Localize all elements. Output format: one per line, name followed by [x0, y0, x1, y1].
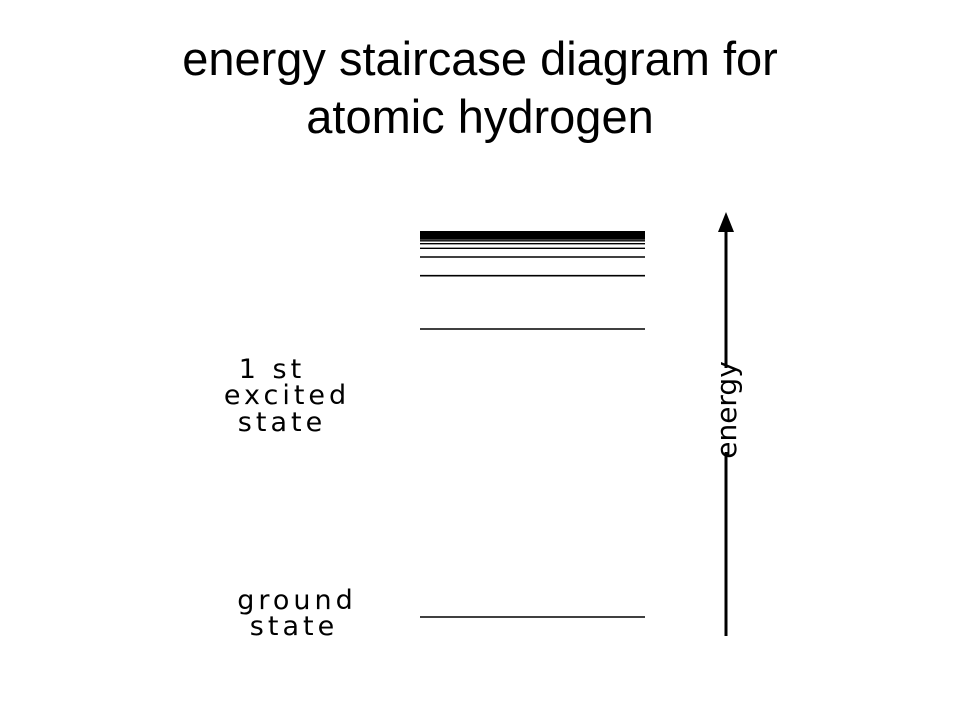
- excited-label-line-2: excited: [224, 380, 350, 411]
- ground-label-line-2: state: [250, 611, 338, 642]
- excited-label-line-1: 1 st: [239, 354, 305, 385]
- axis-label: energy: [710, 361, 743, 459]
- excited-state-label: 1 st excited state: [224, 354, 350, 438]
- arrow-up-icon: [718, 212, 734, 232]
- ground-state-label: ground state: [237, 585, 357, 642]
- slide-title: energy staircase diagram for atomic hydr…: [0, 30, 960, 146]
- title-line-1: energy staircase diagram for: [182, 32, 778, 85]
- energy-axis: energy: [710, 212, 743, 636]
- excited-label-line-3: state: [238, 407, 326, 438]
- energy-levels: [420, 231, 645, 618]
- ground-label-line-1: ground: [237, 585, 357, 616]
- title-line-2: atomic hydrogen: [306, 90, 654, 143]
